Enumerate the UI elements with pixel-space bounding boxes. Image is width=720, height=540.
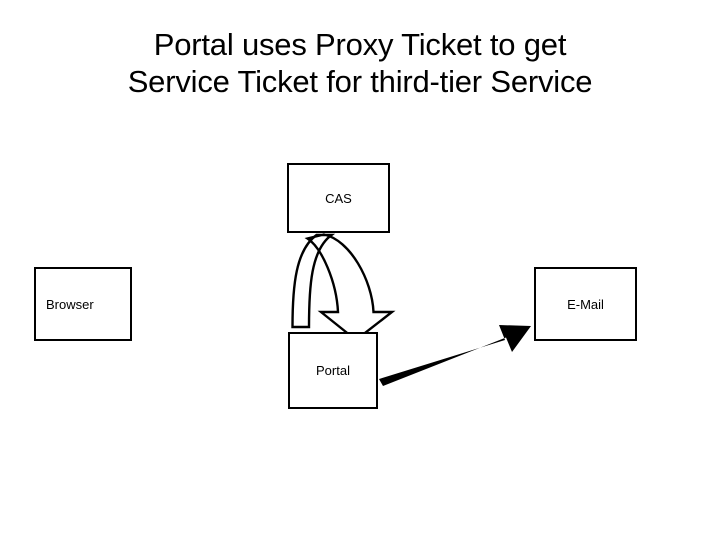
- node-email-label: E-Mail: [567, 296, 604, 312]
- service-ticket-arrow: [379, 325, 531, 386]
- node-cas[interactable]: CAS: [287, 163, 390, 233]
- curved-proxy-ticket-arrow: [291, 233, 396, 342]
- node-portal[interactable]: Portal: [288, 332, 378, 409]
- slide-title: Portal uses Proxy Ticket to get Service …: [127, 27, 593, 99]
- node-browser-label: Browser: [46, 296, 94, 312]
- node-email[interactable]: E-Mail: [534, 267, 637, 341]
- node-cas-label: CAS: [325, 190, 352, 206]
- node-browser[interactable]: Browser: [34, 267, 132, 341]
- node-portal-label: Portal: [316, 363, 350, 378]
